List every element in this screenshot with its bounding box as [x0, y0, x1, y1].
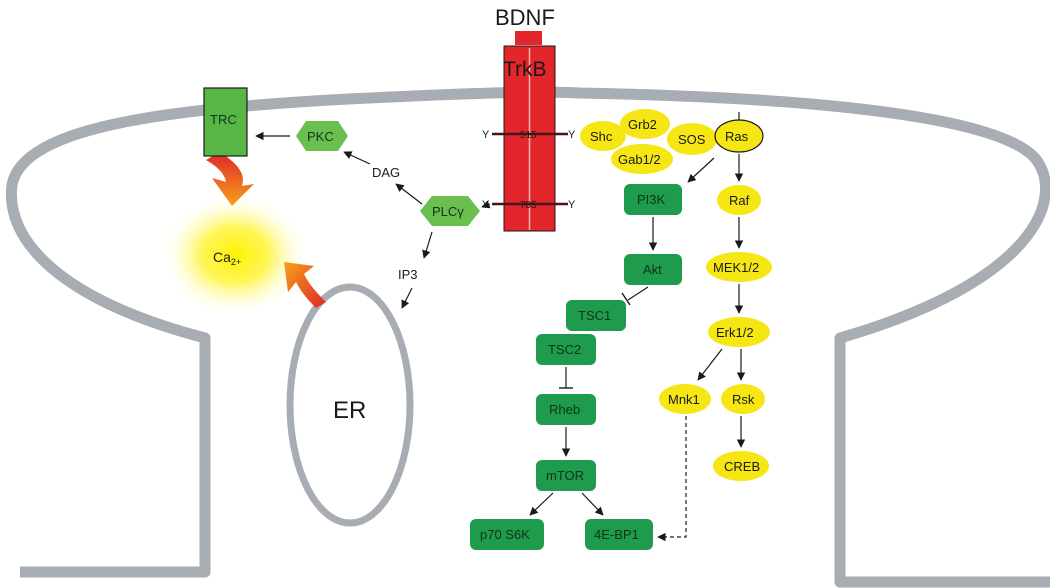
rheb-node	[536, 394, 596, 425]
bdnf-ligand	[515, 31, 542, 45]
ras-label: Ras	[725, 129, 749, 144]
trkb-label: TrkB	[503, 58, 547, 81]
mtor-label: mTOR	[546, 468, 584, 483]
mek-label: MEK1/2	[713, 260, 759, 275]
gab-node	[611, 144, 673, 174]
sos-node	[667, 123, 717, 155]
arrow-ras-to-pi3k	[687, 157, 715, 183]
erk-label: Erk1/2	[716, 325, 754, 340]
arrow-plc-to-dag	[395, 183, 423, 205]
tsc1-label: TSC1	[578, 308, 611, 323]
raf-node	[717, 185, 761, 215]
p70-s6k-node	[470, 519, 544, 550]
rheb-label: Rheb	[549, 402, 580, 417]
akt-node	[624, 254, 682, 285]
creb-label: CREB	[724, 459, 760, 474]
arrow-ip3-to-er	[401, 287, 413, 309]
mnk1-node	[659, 384, 711, 414]
pkc-node	[296, 121, 348, 151]
trc-label: TRC	[210, 112, 237, 127]
arrow-receptor-to-plc	[481, 200, 491, 209]
site-515-y-left: Y	[482, 129, 490, 141]
tsc2-label: TSC2	[548, 342, 581, 357]
dag-label: DAG	[372, 165, 400, 180]
grb2-label: Grb2	[628, 117, 657, 132]
mtor-node	[536, 460, 596, 491]
shc-label: Shc	[590, 129, 613, 144]
grb2-node	[620, 109, 670, 139]
plc-gamma-node	[420, 196, 480, 226]
akt-label: Akt	[643, 262, 662, 277]
calcium-influx-arrow-trc	[206, 152, 254, 206]
site-785-number: 785	[520, 200, 537, 211]
er-organelle	[286, 283, 414, 527]
rsk-label: Rsk	[732, 392, 755, 407]
gab-label: Gab1/2	[618, 152, 661, 167]
ras-node	[714, 119, 764, 153]
arrow-dag-to-pkc	[343, 151, 371, 165]
pkc-label: PKC	[307, 129, 334, 144]
rsk-node	[721, 384, 765, 414]
bdnf-label: BDNF	[495, 5, 555, 30]
ip3-label: IP3	[398, 267, 418, 282]
mek-node	[706, 252, 772, 282]
erk-node	[708, 317, 770, 347]
calcium-glow	[160, 193, 310, 317]
site-515-number: 515	[520, 130, 537, 141]
site-785-y-right: Y	[568, 199, 576, 211]
calcium-release-arrow-er	[284, 262, 326, 308]
pi3k-node	[624, 184, 682, 215]
arrow-mtor-to-p70	[529, 492, 554, 516]
er-label: ER	[333, 397, 366, 424]
p70-s6k-label: p70 S6K	[480, 527, 530, 542]
creb-node	[713, 451, 769, 481]
raf-label: Raf	[729, 193, 750, 208]
tsc1-node	[566, 300, 626, 331]
calcium-label: Ca2+	[213, 249, 241, 267]
site-515-y-right: Y	[568, 129, 576, 141]
4e-bp1-label: 4E-BP1	[594, 527, 639, 542]
4e-bp1-node	[585, 519, 653, 550]
inhibit-akt-tsc1-bar	[621, 292, 631, 306]
mnk1-label: Mnk1	[668, 392, 700, 407]
tsc2-node	[536, 334, 596, 365]
plc-gamma-label: PLCγ	[432, 204, 464, 219]
trc-channel	[203, 87, 248, 157]
arrow-mtor-to-4ebp1	[581, 492, 604, 516]
arrow-erk-to-mnk1	[697, 348, 723, 381]
shc-node	[580, 121, 626, 151]
sos-label: SOS	[678, 132, 706, 147]
inhibit-akt-tsc1	[627, 286, 649, 301]
dashed-arrow-mnk1-to-4ebp1	[657, 416, 687, 542]
arrow-plc-to-ip3	[422, 231, 433, 259]
pi3k-label: PI3K	[637, 192, 666, 207]
